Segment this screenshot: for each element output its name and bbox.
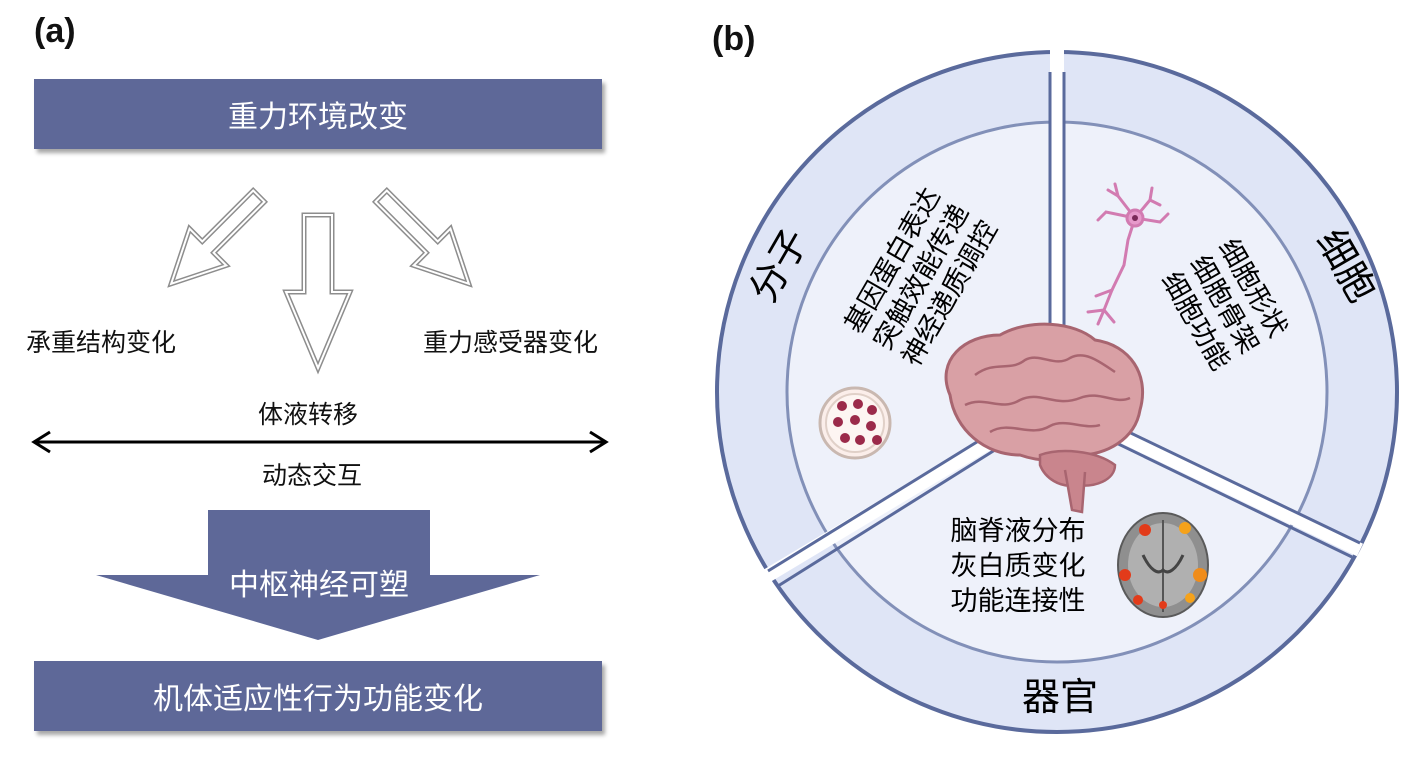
organ-lines: 脑脊液分布 灰白质变化 功能连接性 [951,516,1086,617]
panel-a-arrows [31,186,609,640]
neuron-icon [1086,182,1170,326]
panel-b-label: (b) [712,20,756,58]
center-down-arrow [96,510,540,640]
double-arrow [31,430,609,454]
center-arrow-label: 中枢神经可塑 [229,568,409,603]
left-effect-label: 承重结构变化 [26,328,177,357]
bottom-banner: 机体适应性行为功能变化 [34,661,602,731]
middle-outline-arrow [282,212,354,375]
organ-line: 灰白质变化 [951,551,1086,582]
organ-line: 脑脊液分布 [951,516,1086,547]
left-outline-arrow [167,186,269,288]
bottom-banner-text: 机体适应性行为功能变化 [153,682,483,717]
organ-line: 功能连接性 [951,586,1086,617]
mri-scan-icon [1117,512,1209,618]
middle-effect-label: 体液转移 [258,400,359,429]
interaction-label: 动态交互 [262,461,363,490]
brain-icon [944,322,1145,514]
top-banner-text: 重力环境改变 [228,100,408,135]
panel-a-label: (a) [34,12,76,50]
top-banner: 重力环境改变 [34,79,602,149]
sector-organ-title: 器官 [1022,675,1098,719]
separator-left [756,423,1014,587]
right-effect-label: 重力感受器变化 [423,328,599,357]
right-outline-arrow [371,186,473,288]
separator-right [1106,423,1364,557]
petri-dish-icon [818,386,892,460]
